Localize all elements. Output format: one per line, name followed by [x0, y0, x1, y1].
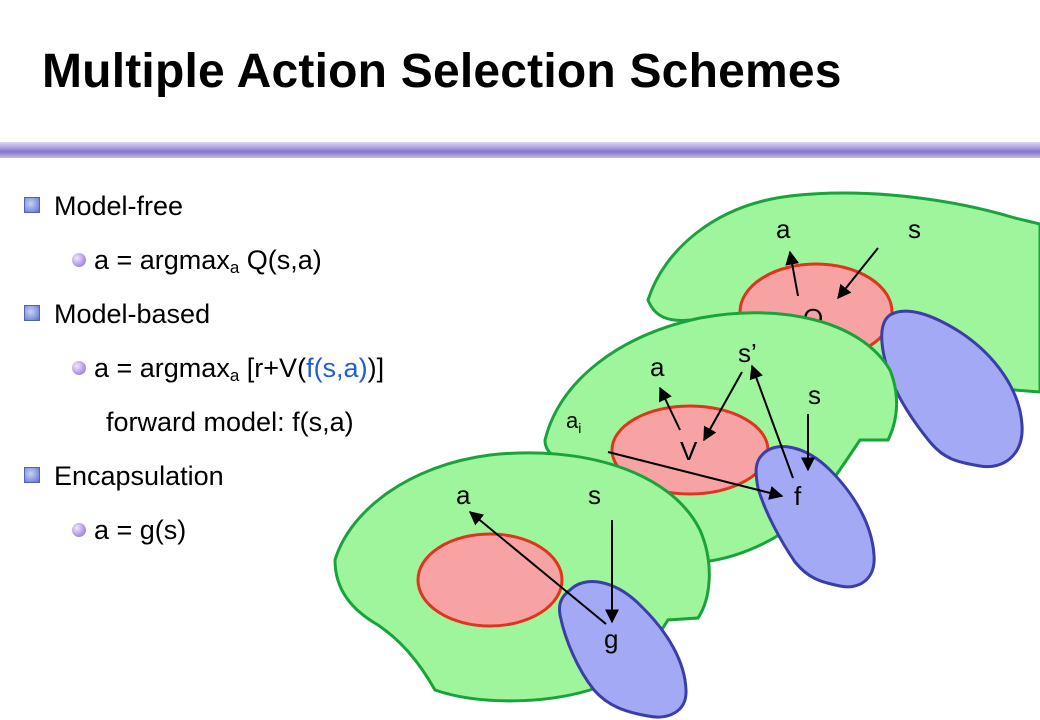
brain-back: Q a s	[646, 191, 1040, 469]
formula-encapsulation: a = g(s)	[94, 515, 187, 545]
basal-ganglia-front	[416, 532, 564, 628]
bullet-encapsulation: Encapsulation	[54, 461, 224, 491]
arrow-middle-sprime-v	[703, 371, 743, 442]
label-middle-s-prime: s’	[738, 338, 757, 368]
cerebellum-front	[558, 580, 688, 719]
arrow-middle-f-sprime	[749, 364, 794, 479]
label-middle-a: a	[650, 352, 665, 382]
label-back-a: a	[776, 214, 791, 244]
bullet-model-based: Model-based	[54, 299, 211, 329]
arrow-back-s	[837, 247, 879, 300]
label-front-s: s	[588, 480, 601, 510]
label-front-a: a	[456, 480, 471, 510]
formula-model-free: a = argmaxa Q(s,a)	[94, 245, 322, 277]
arrow-front-g-a	[468, 511, 607, 625]
label-middle-cerebellum: f	[794, 481, 802, 511]
arrow-back-a	[785, 250, 800, 297]
label-middle-center: V	[680, 436, 698, 466]
brain-front: a s g	[333, 451, 711, 719]
slide-title: Multiple Action Selection Schemes	[42, 45, 842, 98]
bullet-model-free: Model-free	[54, 191, 184, 221]
forward-model-note: forward model: f(s,a)	[106, 407, 354, 437]
label-middle-s: s	[808, 380, 821, 410]
label-front-cerebellum: g	[604, 624, 618, 654]
arrow-middle-ai-f	[607, 451, 784, 500]
cerebellum-middle	[754, 445, 876, 589]
label-back-s: s	[908, 214, 921, 244]
brain-middle: V a s’ s ai f	[543, 311, 899, 589]
arrow-middle-a	[659, 386, 681, 431]
formula-model-based: a = argmaxa [r+V(f(s,a))]	[94, 353, 385, 385]
label-middle-ai: ai	[566, 408, 581, 436]
title-divider	[0, 142, 1040, 158]
